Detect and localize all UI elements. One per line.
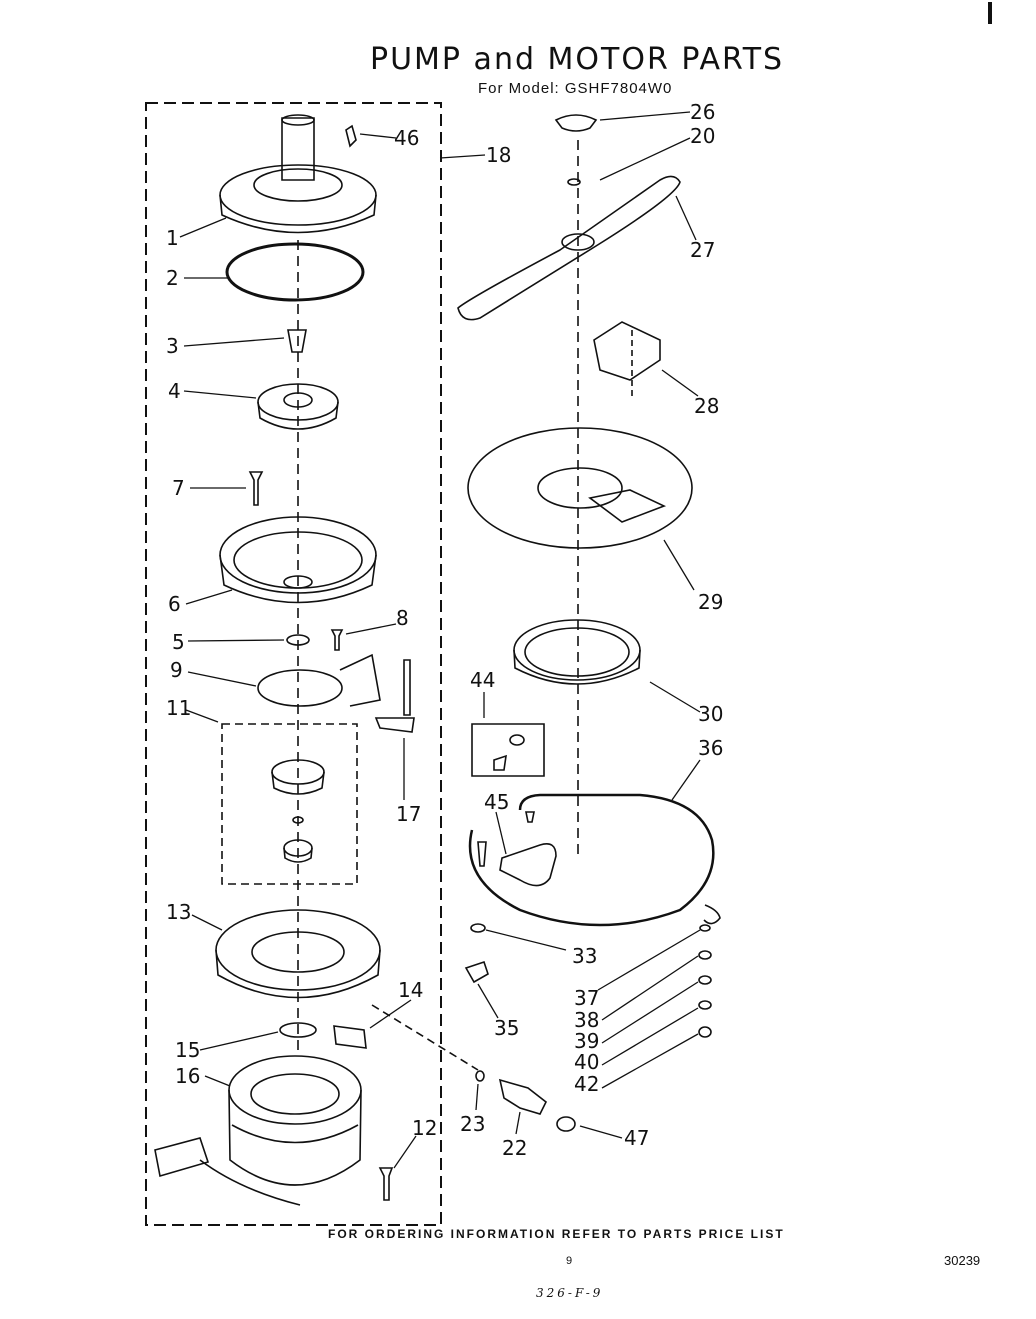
callout-16: 16 [175, 1064, 201, 1088]
callout-30: 30 [698, 702, 724, 726]
part-40-washer [699, 1001, 711, 1009]
part-46-clip [346, 126, 356, 146]
assembly-frame-18 [146, 103, 441, 1225]
callout-36: 36 [698, 736, 724, 760]
callout-26: 26 [690, 100, 716, 124]
part-2-seal-ring [227, 244, 363, 300]
callout-47: 47 [624, 1126, 650, 1150]
callout-40: 40 [574, 1050, 600, 1074]
callout-20: 20 [690, 124, 716, 148]
callout-23: 23 [460, 1112, 486, 1136]
callout-13: 13 [166, 900, 192, 924]
part-20-washer [568, 179, 580, 185]
part-44-kit-box [472, 724, 544, 776]
ordering-note: FOR ORDERING INFORMATION REFER TO PARTS … [328, 1227, 785, 1241]
callout-27: 27 [690, 238, 716, 262]
callout-5: 5 [172, 630, 185, 654]
callout-17: 17 [396, 802, 422, 826]
part-42-nut [699, 1027, 711, 1037]
part-29-filter-screen [468, 428, 692, 548]
part-37-washer [700, 925, 710, 931]
leader-lines [180, 112, 700, 1168]
callout-3: 3 [166, 334, 179, 358]
callout-14: 14 [398, 978, 424, 1002]
callout-4: 4 [168, 379, 181, 403]
part-28-guard [594, 322, 660, 380]
part-7-screw [250, 472, 262, 505]
part-26-cap [556, 115, 596, 131]
part-36-heater [470, 795, 713, 925]
part-45-bracket [500, 844, 556, 886]
handwritten-note: 326-F-9 [536, 1286, 604, 1300]
part-39-washer [699, 976, 711, 984]
callout-33: 33 [572, 944, 598, 968]
callout-6: 6 [168, 592, 181, 616]
part-35-clip [466, 962, 488, 982]
callout-35: 35 [494, 1016, 520, 1040]
heater-bend [704, 905, 720, 924]
callout-1: 1 [166, 226, 179, 250]
part-22-valve [500, 1080, 546, 1114]
part-11-kit-box [222, 724, 357, 884]
part-30-seal [514, 620, 640, 684]
callout-9: 9 [170, 658, 183, 682]
part-17-rod [376, 660, 414, 732]
callout-12: 12 [412, 1116, 438, 1140]
part-33-nut [471, 924, 485, 932]
part-4-impeller [258, 384, 338, 429]
part-3-fitting [288, 330, 306, 352]
part-47-cap [557, 1117, 575, 1131]
callout-44: 44 [470, 668, 496, 692]
callout-46: 46 [394, 126, 420, 150]
callout-28: 28 [694, 394, 720, 418]
callout-2: 2 [166, 266, 179, 290]
callout-42: 42 [574, 1072, 600, 1096]
part-15-washer [280, 1023, 316, 1037]
callout-22: 22 [502, 1136, 528, 1160]
part-13-motor-mount [216, 910, 380, 998]
document-number: 30239 [944, 1253, 981, 1268]
scan-edge-mark [988, 2, 992, 24]
callout-45: 45 [484, 790, 510, 814]
callout-8: 8 [396, 606, 409, 630]
callout-18: 18 [486, 143, 512, 167]
part-11-chopper [272, 760, 324, 862]
callout-37: 37 [574, 986, 600, 1010]
part-14-block [334, 1026, 366, 1048]
part-12-screw [380, 1168, 392, 1200]
callout-39: 39 [574, 1029, 600, 1053]
part-1-housing-cover [220, 115, 376, 233]
model-subtitle: For Model: GSHF7804W0 [478, 80, 673, 97]
callout-7: 7 [172, 476, 185, 500]
callout-15: 15 [175, 1038, 201, 1062]
page-number: 9 [566, 1255, 573, 1267]
part-23-oring [476, 1071, 484, 1081]
part-16-motor [155, 1056, 361, 1205]
callout-29: 29 [698, 590, 724, 614]
part-5-washer [287, 635, 309, 645]
callout-38: 38 [574, 1008, 600, 1032]
page-title: PUMP and MOTOR PARTS [370, 42, 785, 77]
part-8-screw [332, 630, 342, 650]
part-6-pump-body [220, 517, 376, 603]
callout-11: 11 [166, 696, 192, 720]
part-9-plate [258, 655, 380, 706]
part-27-spray-arm [458, 176, 680, 319]
part-38-washer [699, 951, 711, 959]
